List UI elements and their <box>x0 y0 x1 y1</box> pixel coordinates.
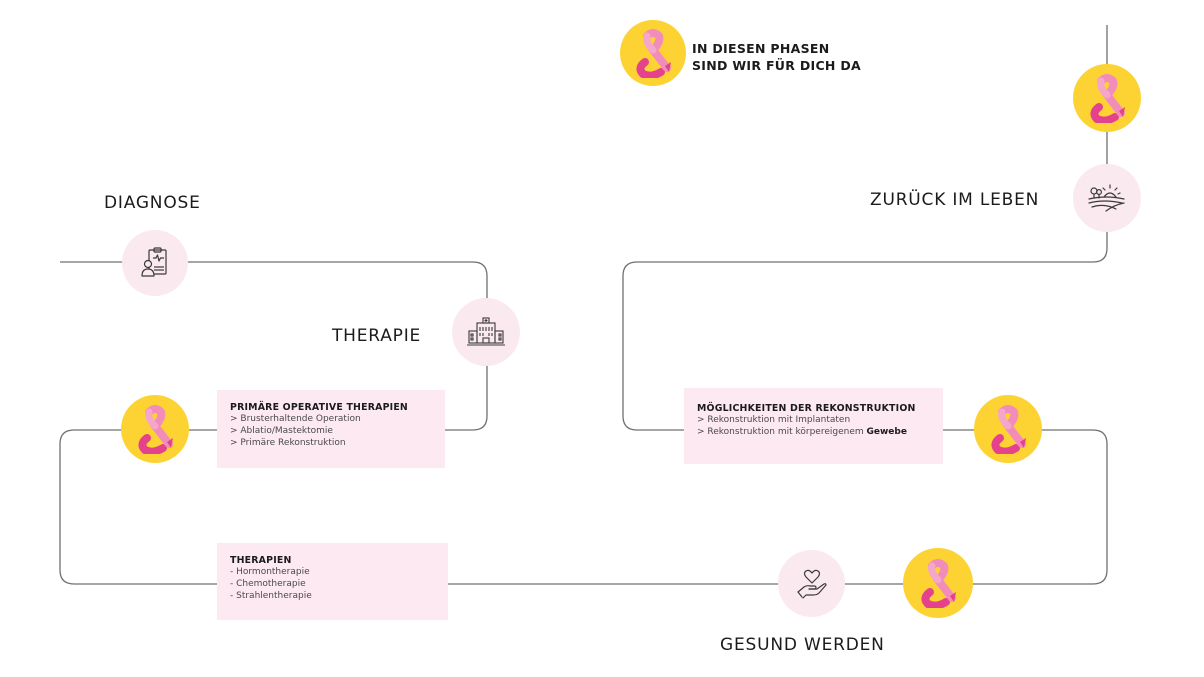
phase-diagnose-node <box>122 230 188 296</box>
box-title: THERAPIEN <box>230 555 292 566</box>
box-item-bold: Gewebe <box>866 427 907 437</box>
box-item: > Ablatio/Mastektomie <box>230 426 333 436</box>
header-line-1: IN DIESEN PHASEN <box>692 41 830 56</box>
reconstruction-options-box: MÖGLICHKEITEN DER REKONSTRUKTION > Rekon… <box>684 388 943 464</box>
box-item-text: > Rekonstruktion mit körpereigenem <box>697 427 867 437</box>
therapies-box: THERAPIEN - Hormontherapie - Chemotherap… <box>217 543 448 620</box>
phase-label-gesund-werden: GESUND WERDEN <box>720 635 885 655</box>
header-text: IN DIESEN PHASEN SIND WIR FÜR DICH DA <box>692 40 861 74</box>
ribbon-badge-left <box>121 395 189 463</box>
header-line-2: SIND WIR FÜR DICH DA <box>692 58 861 73</box>
phase-label-diagnose: DIAGNOSE <box>104 193 201 213</box>
ribbon-ampersand-icon <box>636 29 671 78</box>
box-title: PRIMÄRE OPERATIVE THERAPIEN <box>230 402 408 413</box>
box-item: - Hormontherapie <box>230 567 310 577</box>
ribbon-badge-right <box>974 395 1042 463</box>
phase-label-zurueck-im-leben: ZURÜCK IM LEBEN <box>870 190 1040 210</box>
ribbon-ampersand-icon <box>138 405 173 454</box>
header-ribbon-badge <box>620 20 686 86</box>
box-item: > Brusterhaltende Operation <box>230 414 361 424</box>
hospital-icon <box>467 317 505 346</box>
phase-therapie-node <box>452 298 520 366</box>
landscape-sunrise-icon <box>1088 184 1125 212</box>
primary-operative-therapies-box: PRIMÄRE OPERATIVE THERAPIEN > Brusterhal… <box>217 390 445 468</box>
phase-label-therapie: THERAPIE <box>332 326 422 346</box>
heart-hand-icon <box>796 569 827 599</box>
clipboard-patient-icon <box>141 247 167 277</box>
box-item: - Strahlentherapie <box>230 591 312 601</box>
box-title: MÖGLICHKEITEN DER REKONSTRUKTION <box>697 403 916 414</box>
ribbon-ampersand-icon <box>1090 74 1125 123</box>
ribbon-ampersand-icon <box>991 405 1026 454</box>
ribbon-badge-top-right <box>1073 64 1141 132</box>
box-item: > Rekonstruktion mit Implantaten <box>697 415 851 425</box>
ribbon-badge-bottom <box>903 548 973 618</box>
box-item: - Chemotherapie <box>230 579 306 589</box>
phase-gesund-werden-node <box>778 550 845 617</box>
phase-zurueck-im-leben-node <box>1073 164 1141 232</box>
box-item: > Rekonstruktion mit körpereigenem Geweb… <box>697 426 929 438</box>
ribbon-ampersand-icon <box>921 559 956 608</box>
box-item: > Primäre Rekonstruktion <box>230 438 346 448</box>
